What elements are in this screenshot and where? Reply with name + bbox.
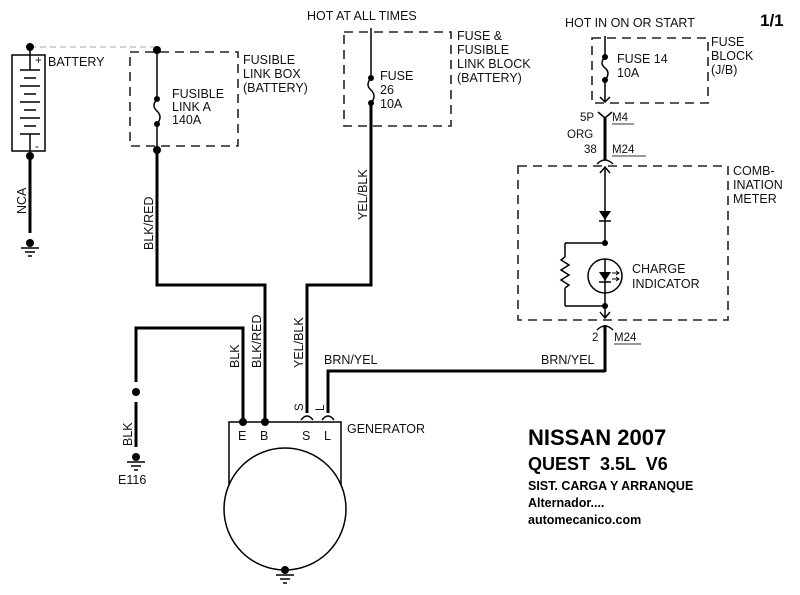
hot-at-all-times-label: HOT AT ALL TIMES bbox=[307, 9, 417, 23]
brn-yel-wire bbox=[326, 369, 605, 413]
connector-m4-label: M4 bbox=[612, 112, 629, 124]
generator-terminal-l: L bbox=[324, 429, 331, 443]
page-indicator: 1/1 bbox=[760, 11, 784, 30]
fuse-14-icon bbox=[601, 56, 609, 81]
charge-indicator-label: CHARGE INDICATOR bbox=[632, 262, 700, 291]
hot-in-on-or-start-label: HOT IN ON OR START bbox=[565, 16, 695, 30]
generator-s-connector-icon bbox=[300, 415, 314, 421]
combination-meter-label: COMB- INATION METER bbox=[733, 164, 786, 206]
fusible-link-box-outline bbox=[129, 51, 239, 147]
connector-m24-top-pin: 38 bbox=[584, 144, 597, 156]
connector-m4-pin: 5P bbox=[580, 112, 594, 124]
connector-m24-top-label: M24 bbox=[612, 144, 635, 156]
title-model: QUEST 3.5L V6 bbox=[528, 454, 668, 474]
blk-red-upper-label: BLK/RED bbox=[142, 197, 156, 251]
fusible-link-box: FUSIBLE LINK A 140A FUSIBLE LINK BOX (BA… bbox=[129, 46, 308, 154]
org-wire-label: ORG bbox=[567, 129, 593, 141]
wires: BLK/RED BLK/RED YEL/BLK YEL/BLK BLK BLK … bbox=[118, 135, 605, 487]
title-make-year: NISSAN 2007 bbox=[528, 425, 666, 450]
generator: S L E B S L GENERATOR bbox=[223, 403, 425, 584]
fuse-block-battery: HOT AT ALL TIMES FUSE 26 10A FUSE & FUSI… bbox=[307, 9, 534, 135]
yel-blk-lower-label: YEL/BLK bbox=[292, 317, 306, 368]
generator-s-pin-label: S bbox=[294, 403, 306, 411]
combination-meter-outline bbox=[517, 165, 729, 321]
fuse-block-jb-outline bbox=[591, 37, 709, 104]
blk-lower-label: BLK bbox=[228, 344, 242, 368]
blk-red-wire bbox=[155, 150, 267, 420]
blk-red-lower-label: BLK/RED bbox=[250, 315, 264, 369]
connector-m24-bottom-pin: 2 bbox=[592, 332, 598, 344]
battery-ground-node bbox=[26, 239, 34, 247]
generator-terminal-s: S bbox=[302, 429, 310, 443]
title-component: Alternador.... bbox=[528, 496, 604, 510]
title-block: NISSAN 2007 QUEST 3.5L V6 SIST. CARGA Y … bbox=[528, 425, 693, 527]
blk-wire bbox=[134, 326, 245, 420]
generator-body-icon bbox=[223, 447, 347, 571]
fuse-block-jb: HOT IN ON OR START FUSE 14 10A FUSE BLOC… bbox=[565, 16, 757, 104]
connector-m4: 5P M4 ORG 38 M24 bbox=[567, 111, 646, 165]
fuse-14-label: FUSE 14 10A bbox=[617, 52, 671, 80]
diode-icon bbox=[599, 211, 611, 220]
combination-meter: CHARGE INDICATOR COMB- INATION METER bbox=[517, 164, 786, 321]
generator-label: GENERATOR bbox=[347, 422, 425, 436]
connector-m24-bottom-label: M24 bbox=[614, 332, 637, 344]
blk-ground-wire-label: BLK bbox=[121, 422, 135, 446]
nca-wire-label: NCA bbox=[15, 187, 29, 214]
fuse-block-battery-label: FUSE & FUSIBLE LINK BLOCK (BATTERY) bbox=[457, 29, 534, 85]
connector-m4-icon bbox=[597, 111, 613, 119]
brn-yel-right-label: BRN/YEL bbox=[541, 353, 595, 367]
e116-ground-label: E116 bbox=[118, 473, 146, 487]
generator-l-connector-icon bbox=[321, 415, 335, 421]
yel-blk-wire bbox=[305, 135, 373, 413]
fusible-link-a-icon bbox=[153, 98, 161, 125]
battery-plus-sign: + bbox=[35, 55, 42, 67]
generator-terminal-e: E bbox=[238, 429, 246, 443]
connector-m24-bottom: 2 M24 bbox=[592, 325, 641, 372]
battery-symbol bbox=[11, 54, 46, 152]
generator-terminal-b: B bbox=[260, 429, 268, 443]
fuse-block-jb-label: FUSE BLOCK (J/B) bbox=[711, 35, 757, 77]
connector-m24-top-icon bbox=[596, 159, 614, 165]
fuse-26-icon bbox=[367, 77, 375, 104]
battery-minus-sign: - bbox=[35, 141, 39, 153]
generator-l-pin-label: L bbox=[315, 404, 327, 411]
brn-yel-left-label: BRN/YEL bbox=[324, 353, 378, 367]
battery: + - BATTERY NCA bbox=[11, 43, 157, 257]
fuse-block-battery-outline bbox=[343, 31, 452, 127]
fusible-link-a-label: FUSIBLE LINK A 140A bbox=[172, 87, 228, 127]
title-website: automecanico.com bbox=[528, 513, 641, 527]
resistor-icon bbox=[559, 256, 571, 289]
title-system: SIST. CARGA Y ARRANQUE bbox=[528, 479, 693, 493]
battery-label: BATTERY bbox=[48, 55, 105, 69]
yel-blk-upper-label: YEL/BLK bbox=[356, 169, 370, 220]
fusible-link-box-label: FUSIBLE LINK BOX (BATTERY) bbox=[243, 53, 308, 95]
fuse-26-label: FUSE 26 10A bbox=[380, 69, 417, 111]
